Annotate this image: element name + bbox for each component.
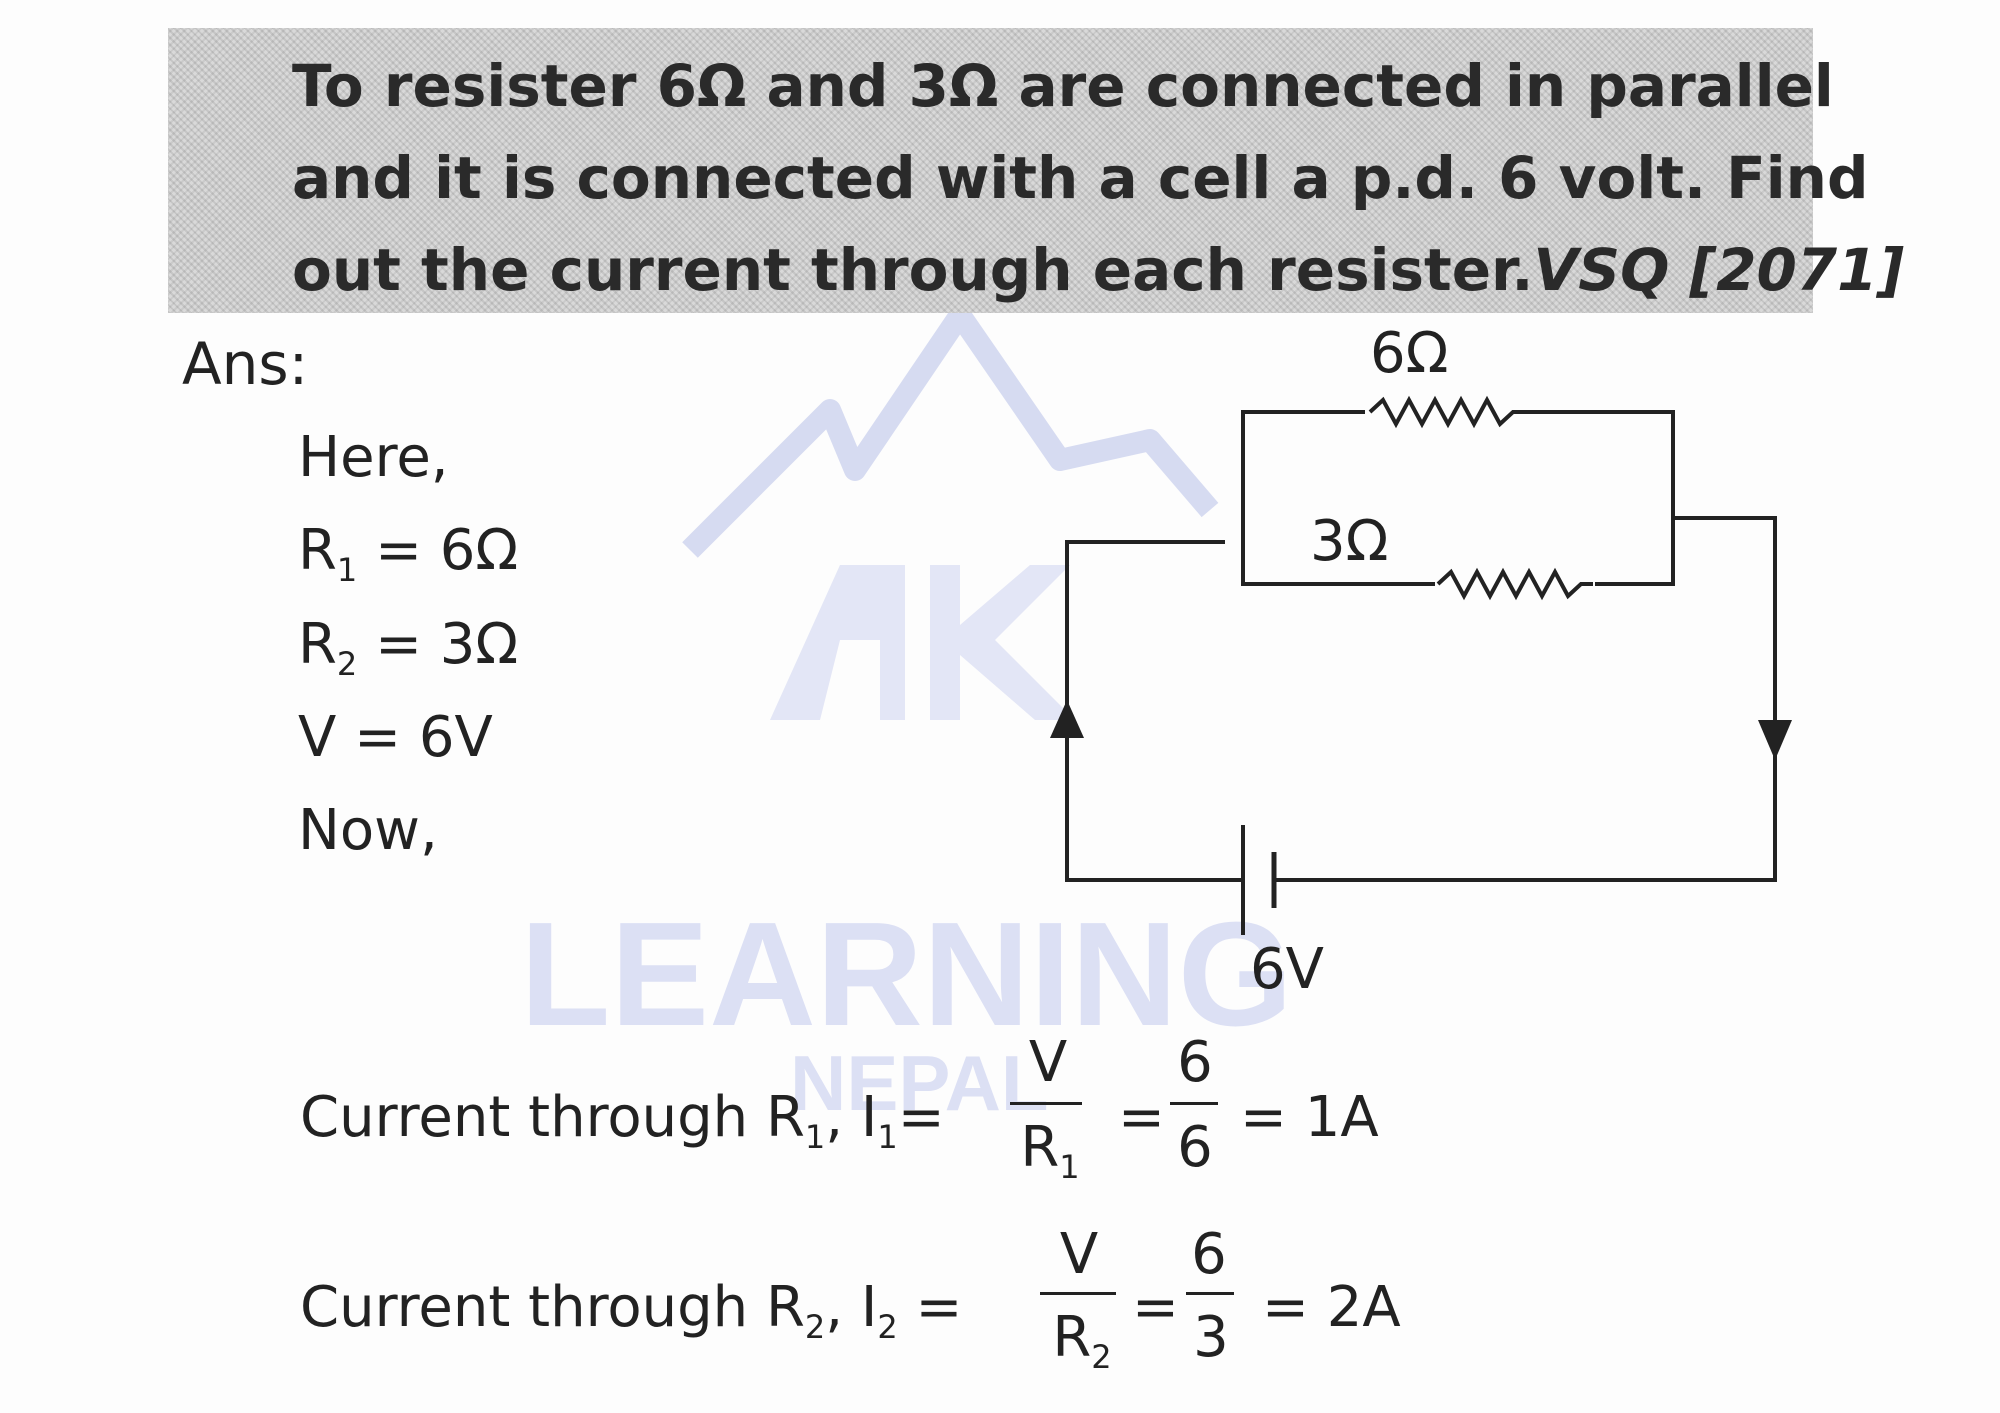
given-voltage: V = 6V [298,705,493,770]
eq1-den-r: R [1020,1115,1060,1180]
eq1-i-sub: 1 [877,1118,898,1157]
given-now: Now, [298,798,438,863]
r2-symbol: R [298,612,337,677]
r1-symbol: R [298,518,337,583]
circuit-diagram: 6Ω 3Ω 6V [1050,321,1792,1002]
eq1-mid: , I [825,1085,878,1150]
eq2-r-sub: 2 [804,1308,826,1347]
left-wire [1065,540,1243,882]
eq1-fraction-bar-1 [1010,1102,1082,1105]
eq1-result: = 1A [1240,1085,1379,1150]
eq1-r-sub: 1 [804,1118,826,1157]
eq2-numerator-v: V [1059,1222,1099,1287]
arrow-up-icon [1050,700,1084,738]
eq1-numerator-6: 6 [1177,1030,1213,1095]
eq2-denominator-3: 3 [1193,1305,1229,1370]
eq2-result: = 2A [1262,1275,1401,1340]
question-box [168,28,1813,313]
eq1-numerator-v: V [1028,1030,1068,1095]
eq2-mid: , I [825,1275,878,1340]
eq2-equals-2: = [1132,1275,1179,1340]
eq1-equals-2: = [1118,1085,1165,1150]
r1-value: = 6Ω [357,518,519,583]
eq1-equals: = [897,1085,945,1150]
resistor-3-ohm-symbol [1436,567,1593,601]
eq2-fraction-bar-2 [1186,1292,1234,1295]
eq1-prefix: Current through R [300,1085,805,1150]
eq1-denominator-6: 6 [1177,1115,1213,1180]
r2-value: = 3Ω [357,612,519,677]
eq2-den-r: R [1052,1305,1092,1370]
question-line-3-text: out the current through each resister. [292,236,1534,304]
eq2-equals: = [897,1275,963,1340]
question-line-1: To resister 6Ω and 3Ω are connected in p… [292,52,1834,120]
right-wire [1274,516,1777,882]
eq1-fraction-bar-2 [1170,1102,1218,1105]
eq2-i-sub: 2 [877,1308,898,1347]
watermark-nepal: NEPAL [790,1039,1049,1127]
given-here: Here, [298,425,449,490]
answer-label: Ans: [182,330,309,398]
given-r2: R2 = 3Ω [298,612,518,683]
eq2-prefix: Current through R [300,1275,805,1340]
eq2-denominator-r2: R2 [1040,1305,1124,1376]
parallel-branch-box [1241,410,1675,586]
question-line-3: out the current through each resister.VS… [292,224,1904,316]
question-tag: VSQ [2071] [1533,236,1905,304]
eq1-den-r-sub: 1 [1059,1148,1080,1187]
question-text: To resister 6Ω and 3Ω are connected in p… [292,40,1904,316]
eq1-denominator-r1: R1 [1010,1115,1090,1186]
arrow-down-icon [1758,720,1792,760]
label-6-volt: 6V [1250,937,1324,1002]
eq2-fraction-bar-1 [1040,1292,1116,1295]
equation-2-lhs: Current through R2, I2 = [300,1275,962,1346]
eq2-den-r-sub: 2 [1091,1338,1112,1377]
watermark-learning: LEARNING [520,892,1293,1057]
equation-1-lhs: Current through R1, I1= [300,1085,945,1156]
r1-subscript: 1 [336,551,358,590]
given-r1: R1 = 6Ω [298,518,518,589]
resistor-6-ohm-symbol [1368,395,1525,429]
question-line-2: and it is connected with a cell a p.d. 6… [292,144,1869,212]
eq2-numerator-6: 6 [1191,1222,1227,1287]
r2-subscript: 2 [336,645,358,684]
label-3-ohm: 3Ω [1310,509,1388,574]
label-6-ohm: 6Ω [1370,321,1448,386]
